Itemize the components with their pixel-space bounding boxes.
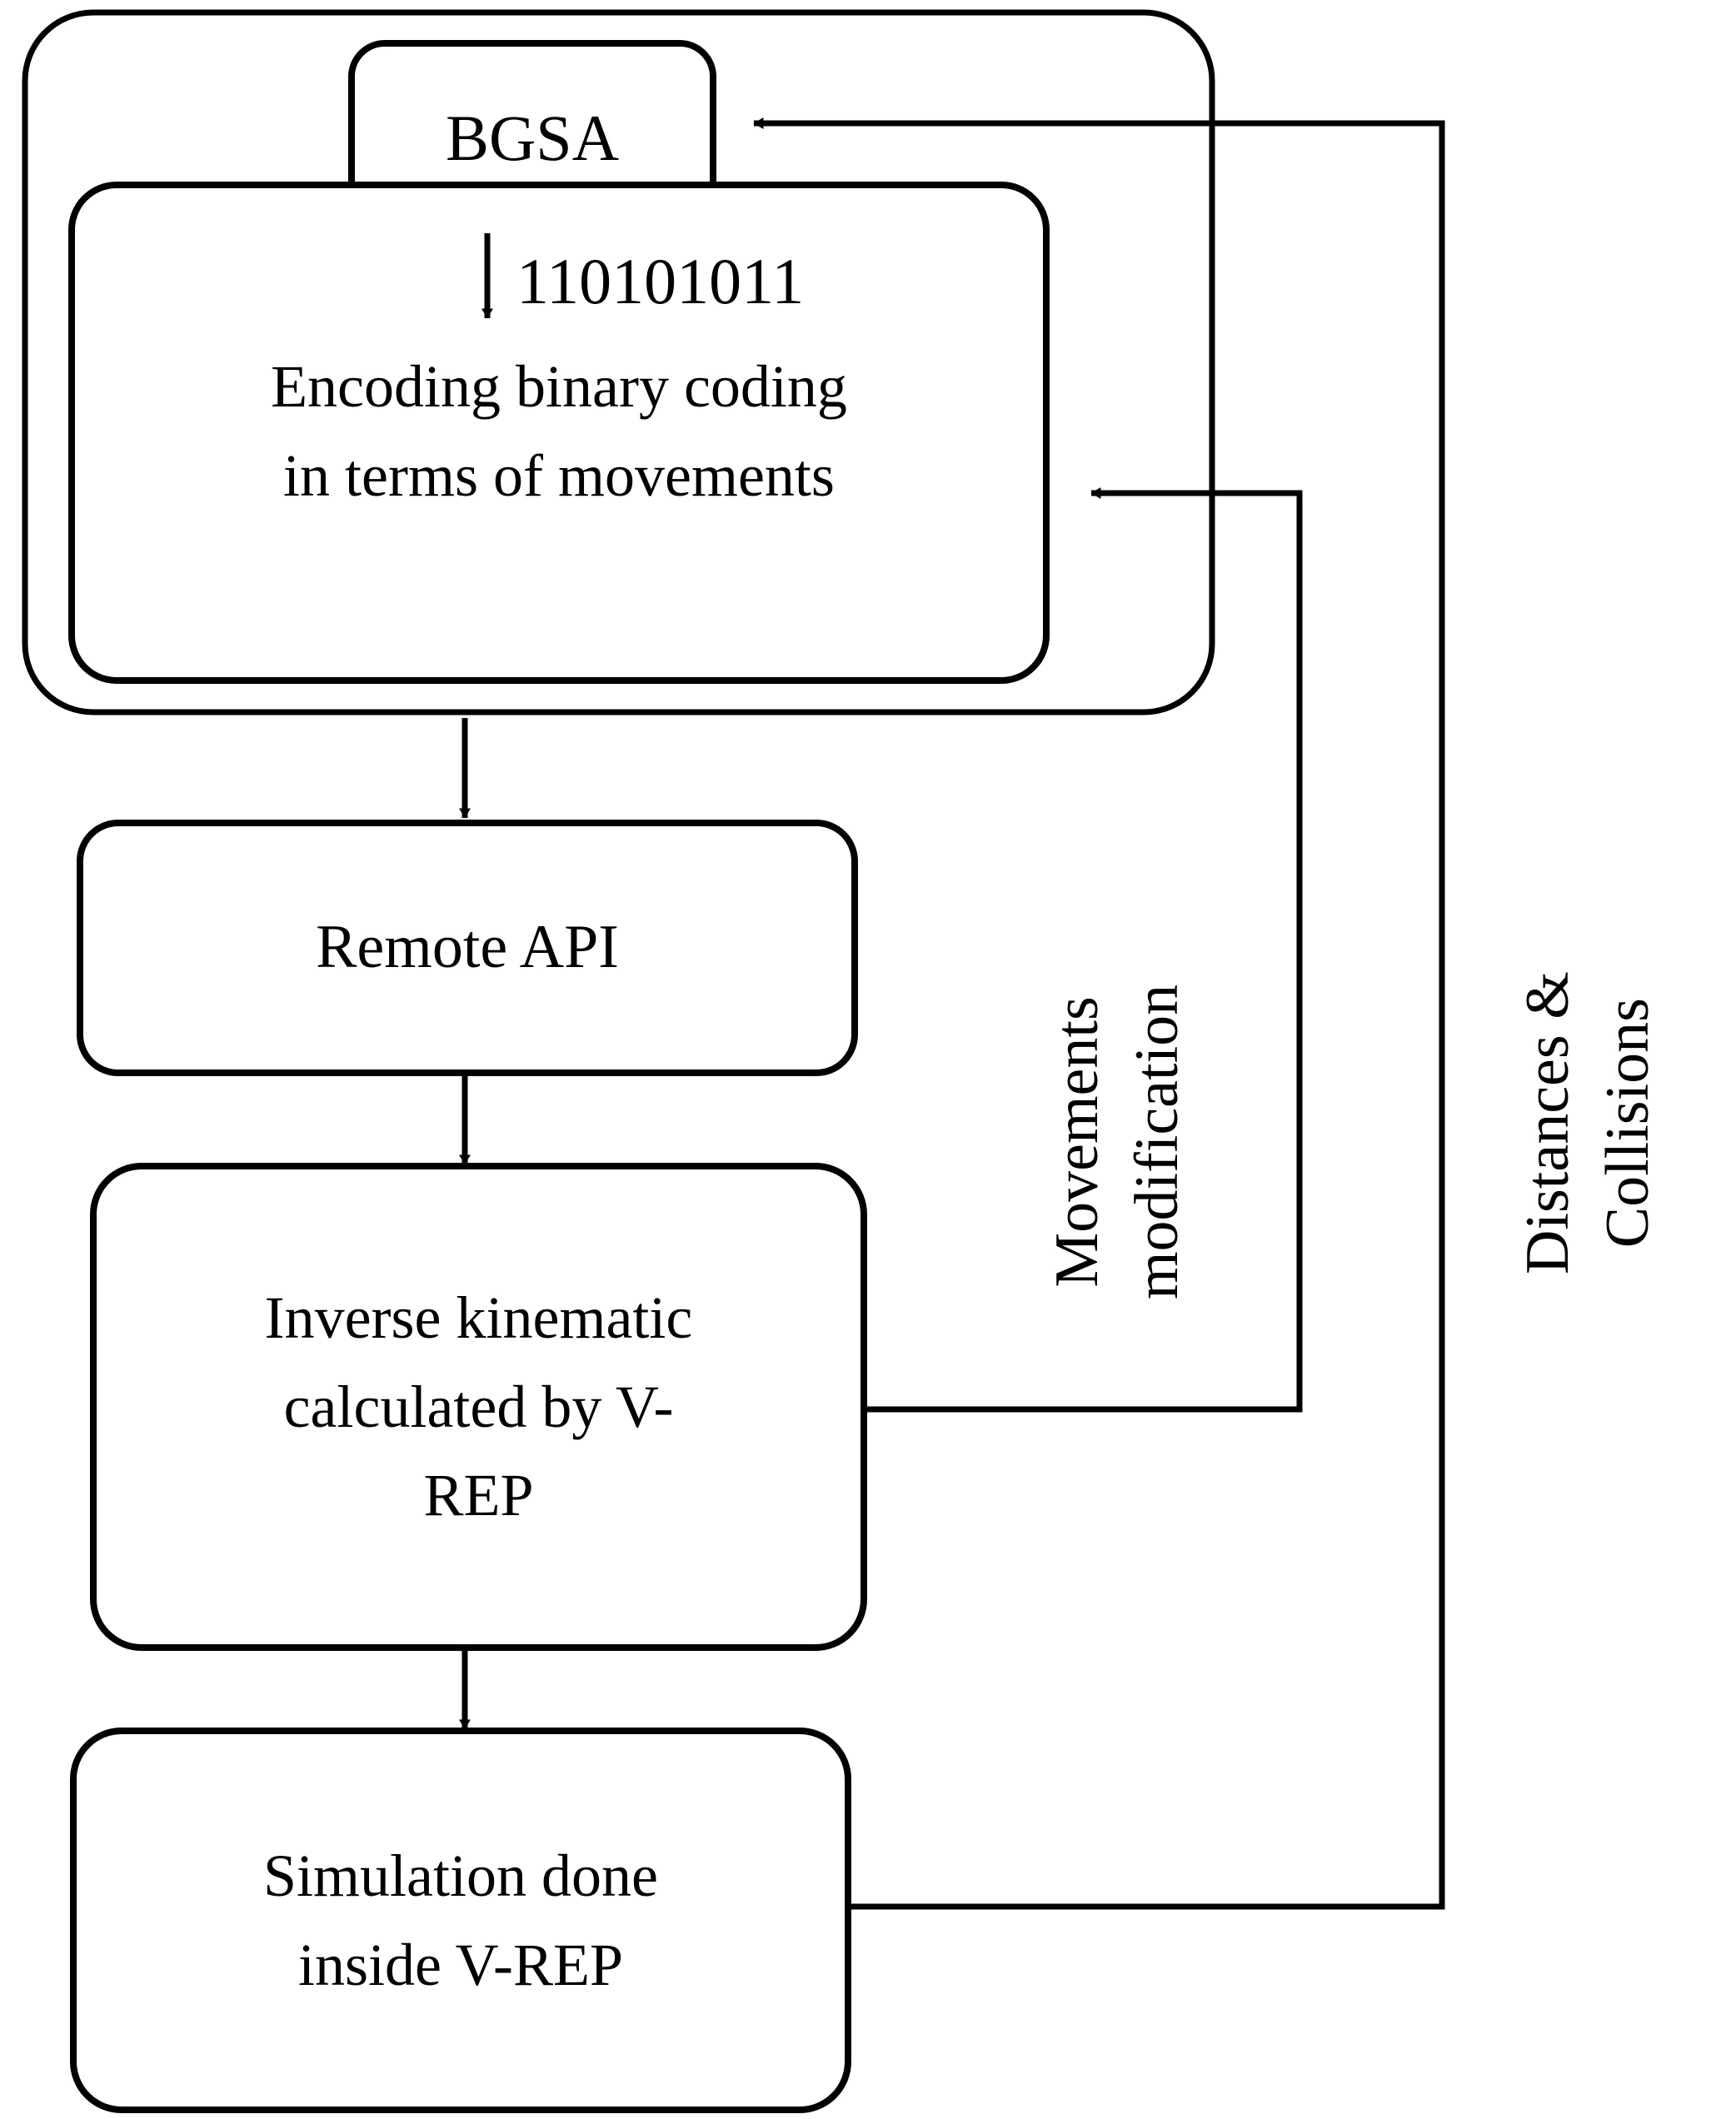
edge-outer-feedback-path	[753, 117, 1445, 1910]
inner-feedback-label-line2: modification	[1123, 984, 1192, 1299]
inner-feedback-label: Movements modification	[1037, 985, 1197, 1299]
outer-feedback-label-line2: Collisions	[1594, 998, 1663, 1249]
inner-feedback-label-line1: Movements	[1043, 996, 1111, 1288]
outer-group-container	[22, 9, 1215, 715]
bgsa-label: BGSA	[445, 102, 620, 175]
simulation-node[interactable]	[70, 1728, 851, 2113]
remote-api-label: Remote API	[316, 913, 619, 982]
edge-inner-feedback-path	[864, 487, 1303, 1413]
outer-feedback-label-line1: Distances &	[1514, 971, 1582, 1274]
inverse-kinematic-label: Inverse kinematic calculated by V- REP	[264, 1284, 693, 1529]
encoding-node[interactable]	[68, 182, 1050, 684]
outer-feedback-label: Distances & Collisions	[1508, 971, 1668, 1274]
binary-code-label: 110101011	[516, 245, 805, 317]
simulation-label: Simulation done inside V-REP	[263, 1842, 658, 1998]
encoding-label: Encoding binary coding in terms of movem…	[271, 353, 847, 509]
